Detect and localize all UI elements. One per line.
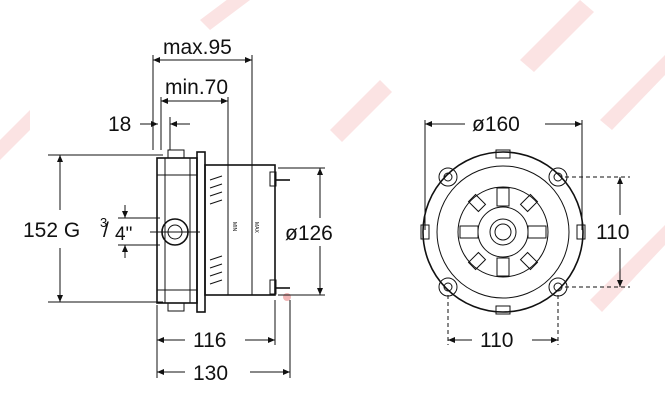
- inner-diameter-label: ø126: [285, 222, 333, 245]
- valve-body-front: [420, 149, 586, 315]
- svg-text:/: /: [103, 219, 109, 242]
- outer-diameter-label: ø160: [472, 113, 520, 136]
- horizontal-spacing-label: 110: [480, 329, 513, 352]
- watermark: [0, 0, 665, 312]
- thread-fraction-denominator: 4": [115, 224, 132, 245]
- outer-width-label: 130: [193, 362, 228, 385]
- max-depth-label: max.95: [163, 36, 232, 59]
- max-marking: MAX: [253, 222, 259, 234]
- vertical-spacing-label: 110: [596, 221, 629, 244]
- valve-body-side: MIN MAX: [150, 149, 291, 313]
- side-view: max.95 min.70 18 152 G 3 / 4": [23, 36, 333, 385]
- height-thread-label: 152 G: [23, 219, 80, 242]
- front-view: ø160: [420, 113, 630, 352]
- thread-fraction-numerator: 3: [100, 215, 107, 230]
- min-depth-label: min.70: [165, 76, 228, 99]
- offset-label: 18: [108, 113, 131, 136]
- inner-width-label: 116: [193, 329, 226, 352]
- min-marking: MIN: [231, 222, 237, 232]
